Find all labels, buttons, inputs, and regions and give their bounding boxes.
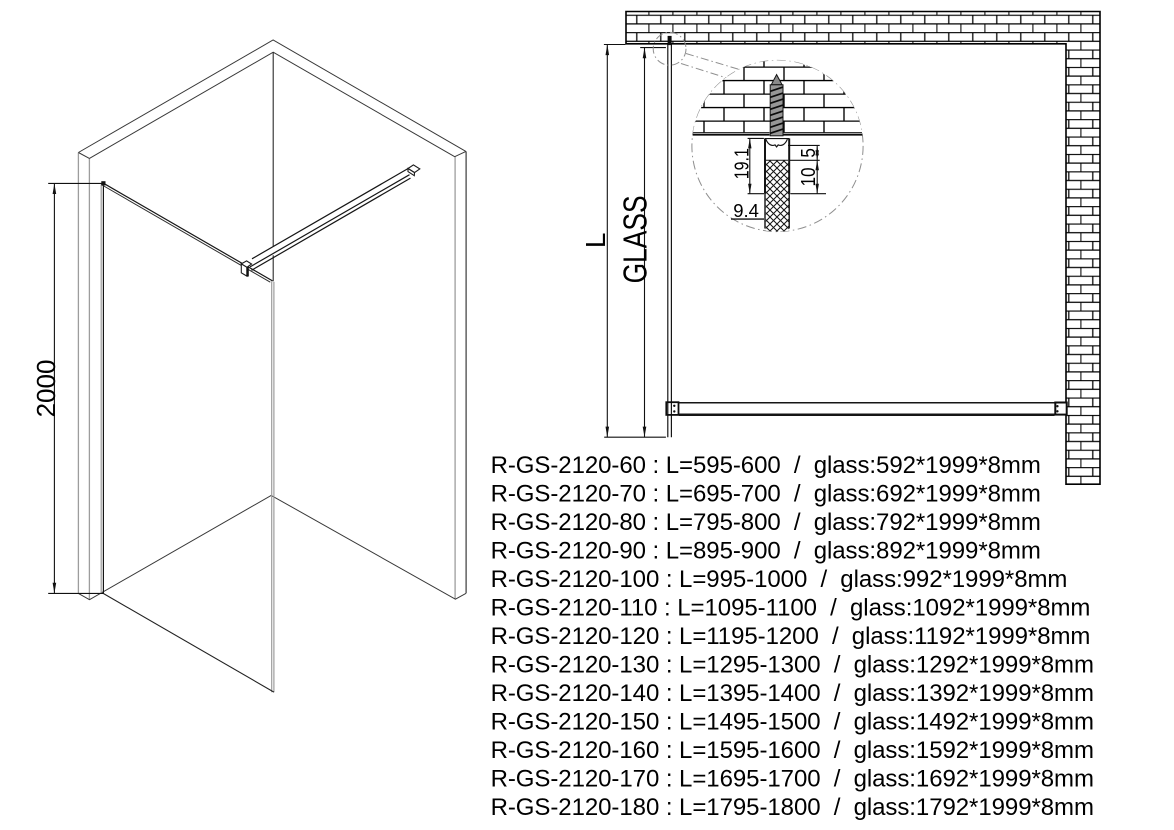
svg-text:R-GS-2120-130 : L=1295-1300 /: R-GS-2120-130 : L=1295-1300 / glass:1292… (491, 651, 1094, 678)
svg-text:R-GS-2120-140 : L=1395-1400 /: R-GS-2120-140 : L=1395-1400 / glass:1392… (491, 680, 1094, 707)
svg-text:R-GS-2120-150 : L=1495-1500 /: R-GS-2120-150 : L=1495-1500 / glass:1492… (491, 708, 1094, 735)
svg-text:R-GS-2120-110 : L=1095-1100 /: R-GS-2120-110 : L=1095-1100 / glass:1092… (491, 594, 1091, 621)
svg-text:2000: 2000 (31, 360, 61, 418)
svg-text:19.1: 19.1 (731, 148, 753, 179)
svg-text:10: 10 (797, 167, 820, 186)
svg-text:R-GS-2120-180 : L=1795-1800 /: R-GS-2120-180 : L=1795-1800 / glass:1792… (491, 794, 1094, 821)
svg-text:R-GS-2120-100 : L=995-1000 /: R-GS-2120-100 : L=995-1000 / glass:992*1… (491, 566, 1068, 593)
svg-text:R-GS-2120-80 : L=795-800 / g: R-GS-2120-80 : L=795-800 / glass:792*199… (491, 509, 1041, 536)
svg-text:R-GS-2120-120 : L=1195-1200 /: R-GS-2120-120 : L=1195-1200 / glass:1192… (491, 623, 1091, 650)
svg-text:GLASS: GLASS (618, 195, 654, 283)
svg-text:R-GS-2120-60 : L=595-600 / g: R-GS-2120-60 : L=595-600 / glass:592*199… (491, 452, 1041, 479)
svg-text:R-GS-2120-170 : L=1695-1700 /: R-GS-2120-170 : L=1695-1700 / glass:1692… (491, 765, 1094, 792)
svg-text:R-GS-2120-90 : L=895-900 / g: R-GS-2120-90 : L=895-900 / glass:892*199… (491, 537, 1041, 564)
svg-text:R-GS-2120-70 : L=695-700 / g: R-GS-2120-70 : L=695-700 / glass:692*199… (491, 480, 1041, 507)
svg-text:5: 5 (796, 148, 819, 157)
svg-text:9.4: 9.4 (733, 200, 759, 221)
svg-text:L: L (580, 233, 611, 249)
svg-text:R-GS-2120-160 : L=1595-1600 /: R-GS-2120-160 : L=1595-1600 / glass:1592… (491, 737, 1094, 764)
